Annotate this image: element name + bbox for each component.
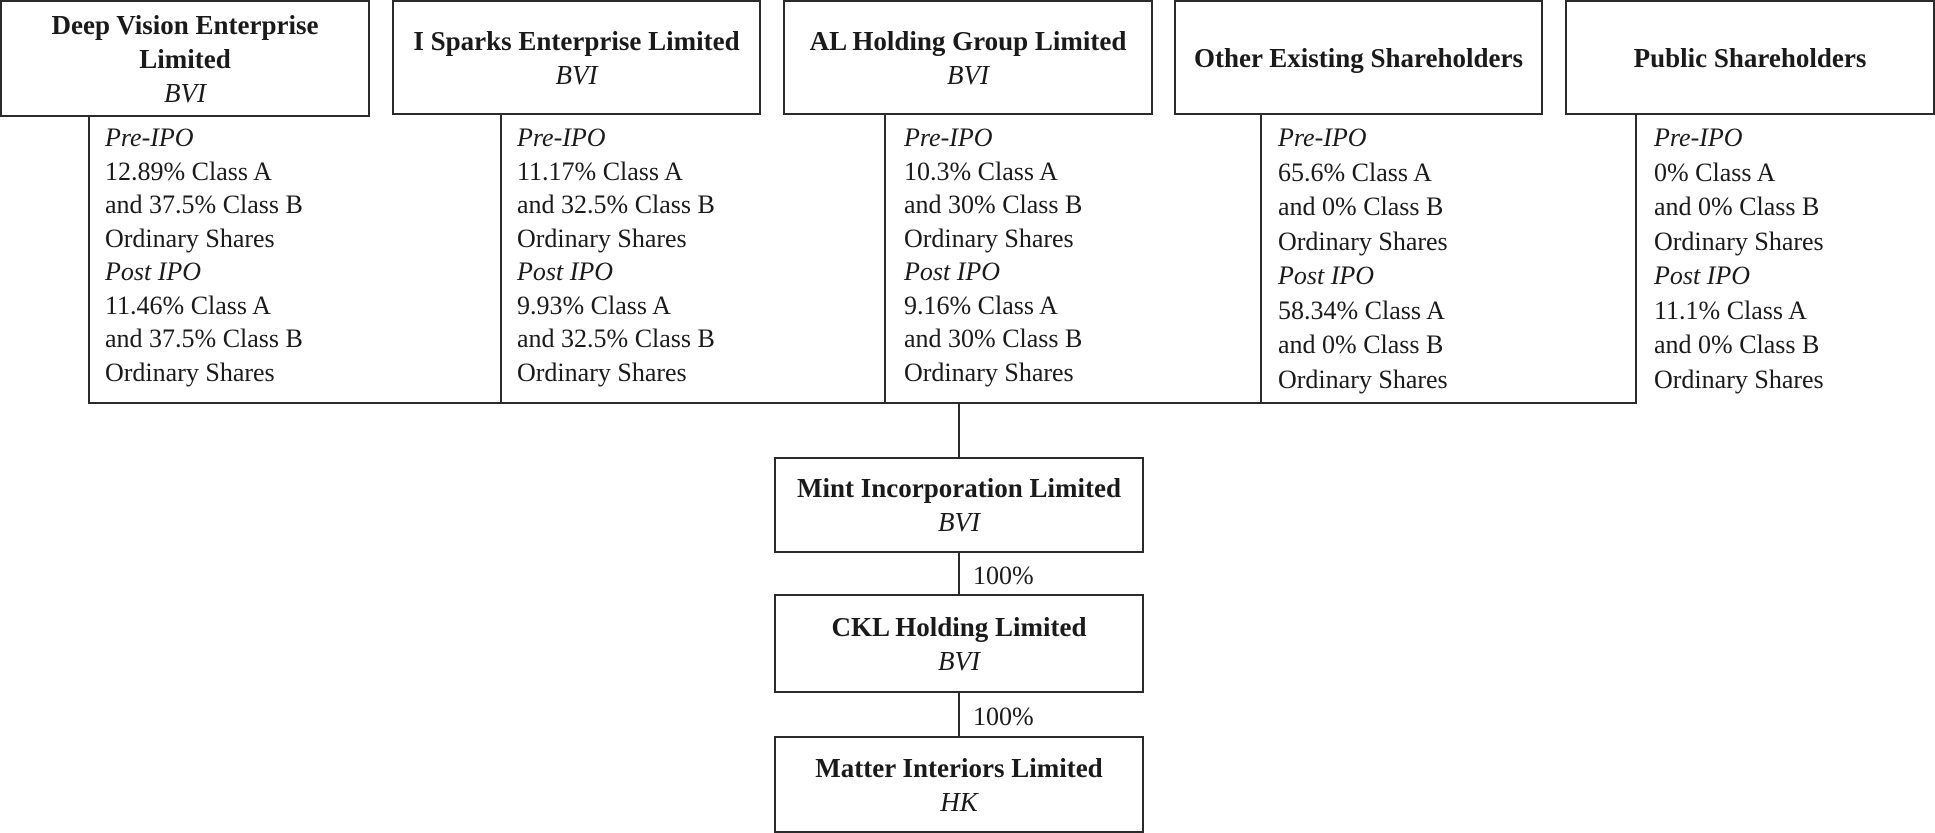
post-ipo-line: Ordinary Shares: [1654, 364, 1824, 394]
pre-ipo-line: 65.6% Class A: [1278, 157, 1432, 187]
post-ipo-line: and 0% Class B: [1654, 330, 1820, 359]
shareholder-name: AL Holding Group Limited: [809, 25, 1127, 56]
entity-name: Mint Incorporation Limited: [797, 473, 1121, 503]
entity-name: Matter Interiors Limited: [815, 752, 1103, 783]
connector-line: [958, 402, 960, 459]
holding-frame-left-line: [88, 115, 90, 404]
pre-ipo-label: Pre-IPO: [1278, 123, 1367, 152]
pre-ipo-line: Ordinary Shares: [105, 223, 275, 253]
pre-ipo-label: Pre-IPO: [1654, 123, 1743, 152]
pre-ipo-line: and 0% Class B: [1654, 192, 1820, 221]
entity-box-matter-interiors: Matter Interiors Limited HK: [774, 736, 1144, 833]
pre-ipo-line: 12.89% Class A: [105, 156, 272, 186]
post-ipo-line: Ordinary Shares: [1278, 364, 1448, 394]
post-ipo-line: and 32.5% Class B: [517, 324, 715, 353]
pre-ipo-label: Pre-IPO: [517, 123, 606, 152]
post-ipo-line: Ordinary Shares: [517, 357, 687, 387]
post-ipo-line: 9.93% Class A: [517, 290, 671, 320]
entity-box-ckl: CKL Holding Limited BVI: [774, 594, 1144, 693]
ownership-percentage: 100%: [973, 702, 1034, 731]
shareholder-jurisdiction: BVI: [164, 77, 206, 108]
pre-ipo-label: Pre-IPO: [105, 123, 194, 152]
ownership-percentage: 100%: [973, 561, 1034, 590]
pre-ipo-line: and 32.5% Class B: [517, 190, 715, 219]
entity-name: CKL Holding Limited: [831, 611, 1087, 642]
post-ipo-label: Post IPO: [517, 257, 614, 286]
shareholder-jurisdiction: BVI: [947, 59, 989, 90]
holding-other-existing: Pre-IPO 65.6% Class A and 0% Class B Ord…: [1278, 121, 1448, 397]
shareholder-box-deep-vision: Deep Vision Enterprise Limited BVI: [0, 0, 370, 117]
pre-ipo-line: and 37.5% Class B: [105, 190, 303, 219]
post-ipo-line: Ordinary Shares: [904, 357, 1074, 387]
holding-divider-line: [1260, 115, 1262, 404]
holding-public: Pre-IPO 0% Class A and 0% Class B Ordina…: [1654, 121, 1824, 397]
shareholder-box-i-sparks: I Sparks Enterprise Limited BVI: [392, 0, 761, 115]
post-ipo-label: Post IPO: [105, 257, 202, 286]
post-ipo-line: Ordinary Shares: [105, 357, 275, 387]
holding-frame-right-line: [1635, 115, 1637, 404]
connector-line: [958, 693, 960, 738]
shareholder-jurisdiction: BVI: [555, 59, 598, 90]
pre-ipo-line: Ordinary Shares: [904, 223, 1074, 253]
pre-ipo-line: Ordinary Shares: [517, 223, 687, 253]
post-ipo-label: Post IPO: [1654, 261, 1751, 290]
shareholder-box-public: Public Shareholders: [1565, 0, 1935, 115]
post-ipo-line: 9.16% Class A: [904, 290, 1058, 320]
holding-divider-line: [884, 115, 886, 404]
connector-line: [958, 553, 960, 596]
entity-jurisdiction: BVI: [938, 645, 980, 676]
post-ipo-label: Post IPO: [1278, 261, 1375, 290]
pre-ipo-line: Ordinary Shares: [1654, 226, 1824, 256]
pre-ipo-line: 10.3% Class A: [904, 156, 1058, 186]
entity-jurisdiction: BVI: [938, 507, 980, 537]
entity-box-mint: Mint Incorporation Limited BVI: [774, 457, 1144, 553]
pre-ipo-line: and 30% Class B: [904, 190, 1083, 219]
shareholder-name: Other Existing Shareholders: [1193, 42, 1524, 73]
pre-ipo-line: and 0% Class B: [1278, 192, 1444, 221]
post-ipo-line: 11.46% Class A: [105, 290, 271, 320]
post-ipo-line: and 37.5% Class B: [105, 324, 303, 353]
post-ipo-line: and 30% Class B: [904, 324, 1083, 353]
shareholder-name: Public Shareholders: [1633, 42, 1867, 73]
holding-i-sparks: Pre-IPO 11.17% Class A and 32.5% Class B…: [517, 121, 715, 389]
pre-ipo-label: Pre-IPO: [904, 123, 993, 152]
entity-jurisdiction: HK: [940, 786, 978, 817]
shareholder-box-other-existing: Other Existing Shareholders: [1174, 0, 1543, 115]
post-ipo-line: 58.34% Class A: [1278, 295, 1445, 325]
pre-ipo-line: 0% Class A: [1654, 157, 1776, 187]
holding-deep-vision: Pre-IPO 12.89% Class A and 37.5% Class B…: [105, 121, 303, 389]
pre-ipo-line: Ordinary Shares: [1278, 226, 1448, 256]
post-ipo-line: 11.1% Class A: [1654, 295, 1807, 325]
pre-ipo-line: 11.17% Class A: [517, 156, 683, 186]
shareholder-box-al-holding: AL Holding Group Limited BVI: [783, 0, 1153, 115]
post-ipo-line: and 0% Class B: [1278, 330, 1444, 359]
shareholder-name: Deep Vision Enterprise Limited: [51, 9, 319, 74]
holding-frame-bottom-line: [88, 402, 1637, 404]
holding-divider-line: [500, 115, 502, 404]
post-ipo-label: Post IPO: [904, 257, 1001, 286]
holding-al-holding: Pre-IPO 10.3% Class A and 30% Class B Or…: [904, 121, 1082, 389]
shareholder-name: I Sparks Enterprise Limited: [413, 25, 740, 56]
